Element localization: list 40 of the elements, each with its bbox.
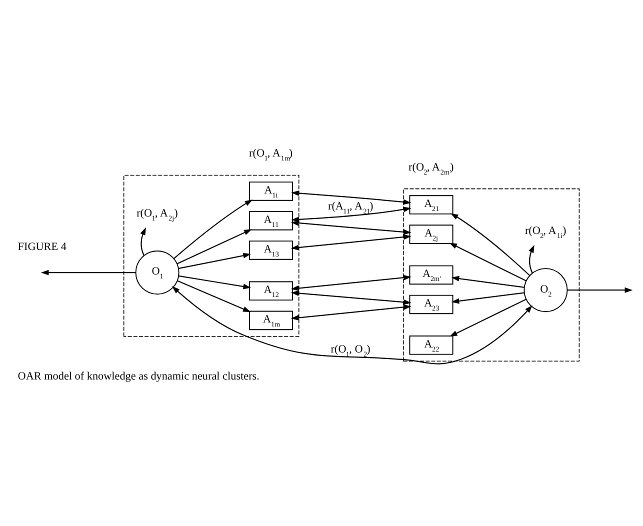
node-box: A$_{23}$ (409, 294, 454, 314)
arrow (290, 234, 412, 250)
arrow (177, 280, 251, 312)
node-box: A$_{1m}$ (248, 310, 293, 330)
arrow (174, 200, 253, 259)
arrow (290, 304, 412, 320)
arrow (291, 190, 412, 205)
node-box: A$_{12}$ (248, 281, 293, 301)
caption: OAR model of knowledge as dynamic neural clusters. (18, 370, 260, 383)
arrow (176, 229, 252, 264)
node-box: A$_{22}$ (409, 336, 454, 355)
node-box: A$_{11}$ (248, 211, 293, 230)
arrow (567, 287, 633, 293)
node-box: A$_{1i}$ (248, 182, 293, 201)
arrow (290, 290, 412, 305)
edge-label: r(A$_{11}$, A$_{21}$) (328, 200, 374, 216)
arrow (140, 227, 146, 256)
arrow (449, 242, 526, 282)
arrow (449, 298, 526, 337)
arrow (291, 206, 412, 222)
arrow (450, 213, 530, 276)
arrow (178, 275, 252, 290)
node-box: A$_{21}$ (409, 195, 454, 214)
node-text: r(O$_{1}$, A$_{2j}$) (136, 208, 178, 223)
arrow (172, 286, 532, 364)
node-box: A$_{13}$ (248, 240, 293, 260)
arrow (528, 244, 534, 274)
node-box: A$_{2m'}$ (409, 265, 454, 285)
arrow (178, 252, 252, 270)
label: FIGURE 4 (18, 241, 66, 253)
label: r(O$_{2}$, A$_{2m'}$) (408, 161, 454, 176)
label: r(O$_{1}$, A$_{1m}$) (249, 148, 293, 163)
arrow (290, 220, 412, 235)
arrow (451, 292, 524, 304)
edge-label: r(O$_{1}$, O$_{2}$) (330, 343, 370, 358)
node-text: r(O$_{2}$, A$_{1i}$) (524, 225, 566, 240)
node-box: A$_{2j}$ (409, 224, 454, 244)
arrow (451, 276, 524, 288)
arrow (40, 270, 136, 276)
arrow (290, 274, 412, 291)
